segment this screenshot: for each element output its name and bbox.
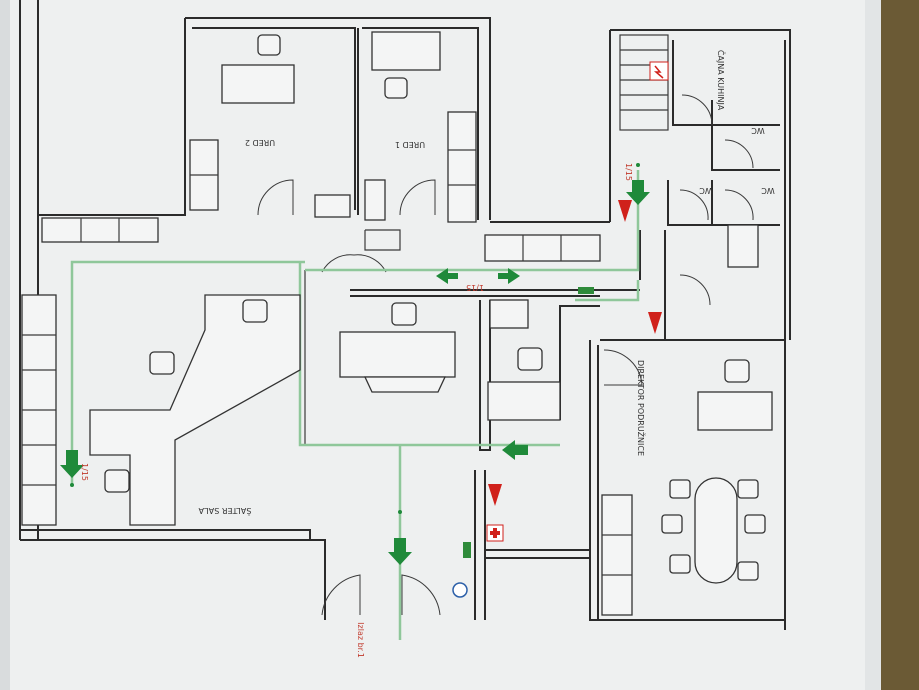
room-labels: URED 2 URED 1 ČAJNA KUHINJA WC WC WC DIR… (80, 50, 775, 658)
room-label-ured2: URED 2 (245, 138, 275, 147)
cabinets (21, 111, 759, 616)
walls (19, 0, 791, 630)
emergency-exit-arrow-icon (60, 180, 650, 565)
room-label-wc: WC (761, 186, 775, 195)
electrical-panel-icon (649, 61, 669, 81)
first-aid-icon (486, 524, 504, 542)
exit-sign-icon (463, 542, 471, 558)
route-node (636, 163, 640, 167)
marker-label: 1/15 (466, 283, 484, 292)
room-label-cajna-kuhinja: ČAJNA KUHINJA (716, 50, 727, 111)
room-label-wc: WC (751, 126, 765, 135)
desks-and-seating (89, 31, 773, 584)
safety-markers (60, 61, 669, 598)
route-node (398, 510, 402, 514)
exit-label: Izlaz br.1 (356, 622, 365, 658)
glass-reflection (865, 0, 881, 690)
exit-sign-icon (578, 287, 594, 294)
route-node (70, 483, 74, 487)
room-label-ured1: URED 1 (395, 140, 425, 149)
you-are-here-icon (452, 582, 468, 598)
doors (257, 94, 754, 616)
marker-label: 1/15 (80, 463, 89, 481)
fire-extinguisher-icon (488, 200, 662, 506)
marker-label: 1/15 (624, 163, 633, 181)
wood-edge (880, 0, 919, 690)
room-label-wc: WC (699, 186, 713, 195)
room-label-direktor: DIREKTOR PODRUŽNICE (636, 360, 647, 456)
room-label-salter: ŠALTER SALA (198, 506, 251, 517)
